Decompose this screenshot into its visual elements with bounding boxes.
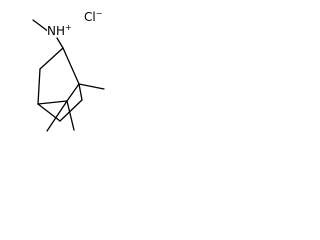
c7-methyl-bond-2 xyxy=(46,100,68,132)
c7-methyl-bond-1 xyxy=(66,100,75,131)
c2-n-bond xyxy=(56,37,64,49)
c1-c2-bond xyxy=(62,47,80,85)
n-methyl-bond xyxy=(32,19,50,33)
c4-c5-bond xyxy=(37,103,61,122)
c6-c1-bond xyxy=(78,83,83,101)
amine-charge: + xyxy=(65,23,72,32)
counterion-label-text: Cl xyxy=(84,10,96,24)
c2-c3-bond xyxy=(39,47,64,70)
c1-c7-bridge-bond xyxy=(66,83,80,102)
c3-c4-bond xyxy=(37,68,41,105)
c4-c7-bridge-bond xyxy=(37,100,68,105)
chloride-counterion-label: Cl− xyxy=(84,9,103,24)
bornylamine-structure-diagram xyxy=(32,19,105,132)
counterion-charge: − xyxy=(95,9,103,18)
amine-label-text: NH xyxy=(47,24,65,38)
c5-c6-bond xyxy=(59,99,83,122)
ammonium-nitrogen-label: NH+ xyxy=(47,23,72,38)
c1-methyl-bond xyxy=(78,83,105,90)
